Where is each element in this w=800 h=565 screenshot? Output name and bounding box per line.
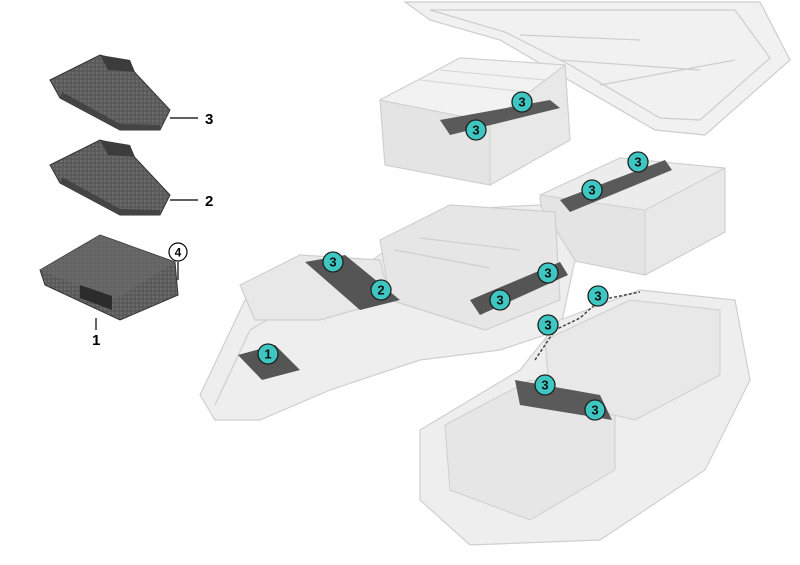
callout-3-marker-1: 3	[511, 91, 533, 113]
callout-text: 3	[518, 95, 525, 110]
callout-3-marker-5: 3	[322, 251, 344, 273]
callout-3-marker-13: 3	[584, 399, 606, 421]
callout-3-marker-3: 3	[627, 151, 649, 173]
circled-ref-4: 4	[168, 242, 188, 262]
part-control-unit-1	[39, 234, 179, 321]
callout-text: 3	[594, 289, 601, 304]
part-label-2: 2	[205, 193, 213, 210]
callout-text: 3	[634, 155, 641, 170]
callout-text: 3	[588, 183, 595, 198]
part-control-unit-2	[49, 139, 171, 216]
callout-3-marker-4: 3	[581, 179, 603, 201]
callout-text: 3	[544, 318, 551, 333]
callout-text: 3	[496, 293, 503, 308]
callout-text: 3	[544, 266, 551, 281]
part-label-1: 1	[92, 332, 100, 349]
callout-2-marker-6: 2	[370, 279, 392, 301]
callout-1-marker-11: 1	[257, 343, 279, 365]
callout-3-marker-8: 3	[489, 289, 511, 311]
part-label-3: 3	[205, 111, 213, 128]
callout-3-marker-10: 3	[537, 314, 559, 336]
battery-module-right-lower	[419, 289, 751, 546]
callout-text: 2	[377, 283, 384, 298]
part-control-unit-3	[49, 54, 171, 131]
reference-labels: 3 2 1 4	[92, 111, 213, 349]
callout-3-marker-2: 3	[465, 119, 487, 141]
callout-text: 3	[472, 123, 479, 138]
battery-tray-cover	[403, 1, 791, 136]
leader-lines	[95, 117, 198, 330]
callout-text: 3	[591, 403, 598, 418]
callout-text: 3	[541, 378, 548, 393]
callout-markers: 3 3 3 3 3 2 3 3 3 3 1 3 3	[257, 91, 649, 421]
callout-text: 1	[264, 347, 271, 362]
callout-3-marker-7: 3	[537, 262, 559, 284]
battery-module-right-upper	[539, 157, 726, 276]
callout-text: 3	[329, 255, 336, 270]
callout-3-marker-9: 3	[587, 285, 609, 307]
callout-3-marker-12: 3	[534, 374, 556, 396]
circled-ref-4-text: 4	[175, 246, 182, 260]
